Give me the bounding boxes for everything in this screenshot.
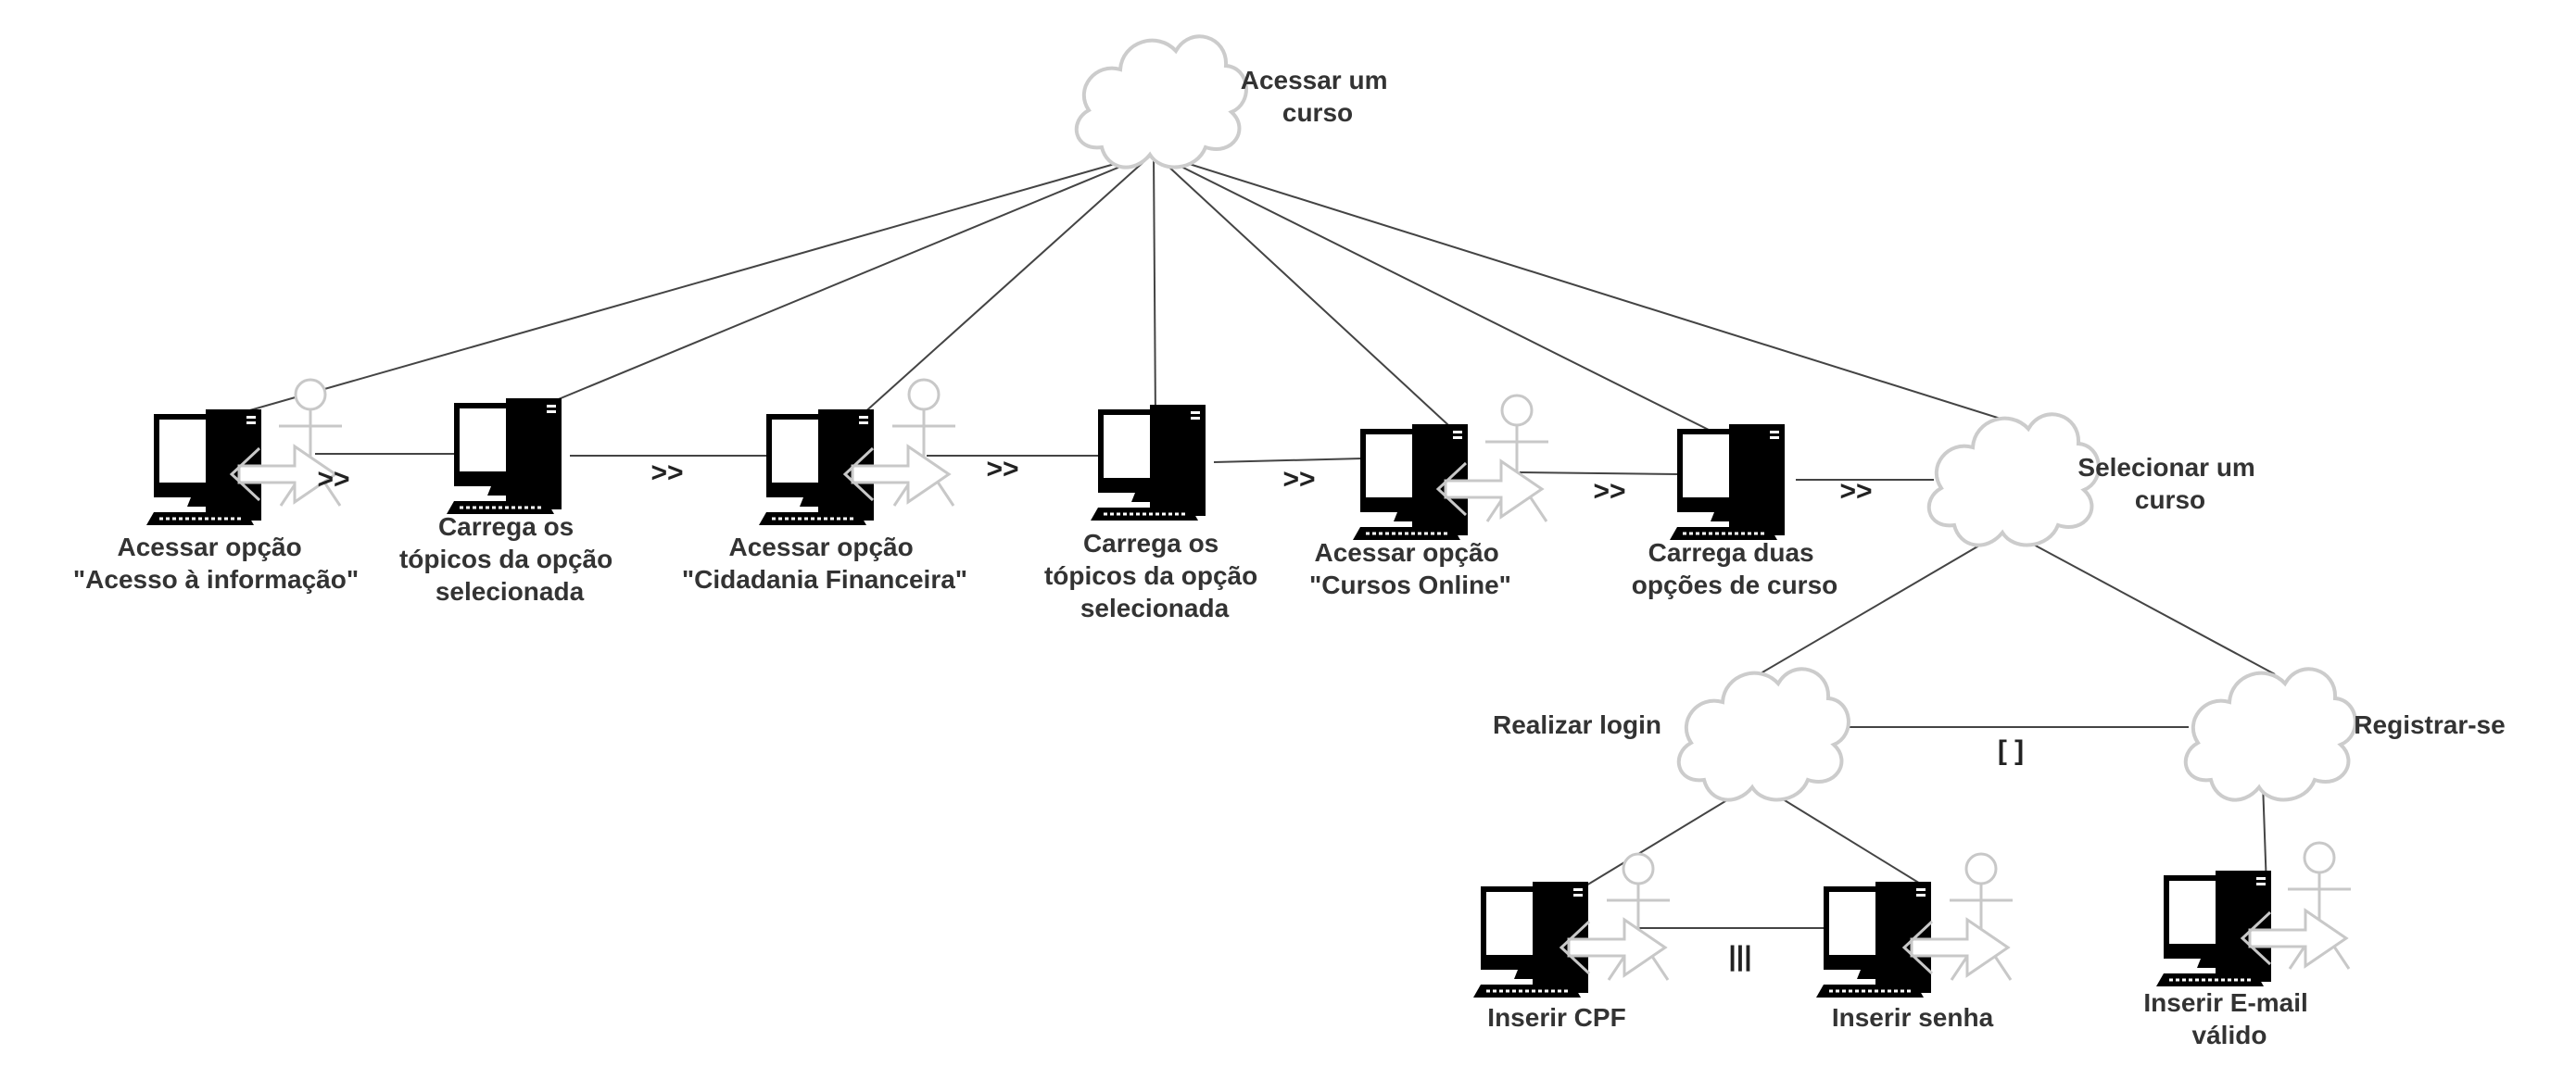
task-t6-icon[interactable] xyxy=(1668,422,1787,542)
goal-login-label: Realizar login xyxy=(1493,710,1661,739)
task-t9-label: Inserir E-mail válido xyxy=(2143,988,2315,1049)
task-t2-icon[interactable] xyxy=(445,396,563,516)
task-t2-label: Carrega os tópicos da opção selecionada xyxy=(399,512,620,606)
task-t7-icon[interactable] xyxy=(1471,852,1672,999)
operator-enable-2: >> xyxy=(650,458,683,488)
task-t1-label: Acessar opção "Acesso à informação" xyxy=(73,533,359,594)
operator-enable-6: >> xyxy=(1839,476,1872,507)
task-t8-icon[interactable] xyxy=(1814,852,2014,999)
operator-enable-1: >> xyxy=(317,464,349,495)
goal-register-label: Registrar-se xyxy=(2354,710,2505,739)
goal-cloud-register[interactable] xyxy=(2183,667,2357,802)
task-t4-icon[interactable] xyxy=(1089,403,1207,522)
task-t9-icon[interactable] xyxy=(2154,841,2353,988)
operator-enable-5: >> xyxy=(1593,476,1625,507)
task-t5-icon[interactable] xyxy=(1351,394,1550,542)
goal-root-label: Acessar um curso xyxy=(1241,66,1395,127)
operator-enable-3: >> xyxy=(986,454,1018,484)
task-t3-label: Acessar opção "Cidadania Financeira" xyxy=(682,533,967,594)
temporal-edges xyxy=(315,453,2189,929)
task-t4-label: Carrega os tópicos da opção selecionada xyxy=(1044,529,1265,622)
goal-cloud-root[interactable] xyxy=(1074,34,1248,169)
operator-enable-4: >> xyxy=(1282,464,1315,495)
goal-cloud-login[interactable] xyxy=(1676,667,1850,802)
goal-cloud-select[interactable] xyxy=(1926,412,2101,547)
task-t8-label: Inserir senha xyxy=(1832,1003,1994,1032)
task-t5-label: Acessar opção "Cursos Online" xyxy=(1309,538,1511,599)
task-t6-label: Carrega duas opções de curso xyxy=(1632,538,1838,599)
task-t1-icon[interactable] xyxy=(145,378,344,527)
operator-concurrent: ||| xyxy=(1728,941,1751,972)
task-t7-label: Inserir CPF xyxy=(1487,1003,1625,1032)
operator-choice: [ ] xyxy=(1998,735,2024,766)
goal-select-label: Selecionar um curso xyxy=(2077,453,2262,514)
task-t3-icon[interactable] xyxy=(757,378,957,527)
